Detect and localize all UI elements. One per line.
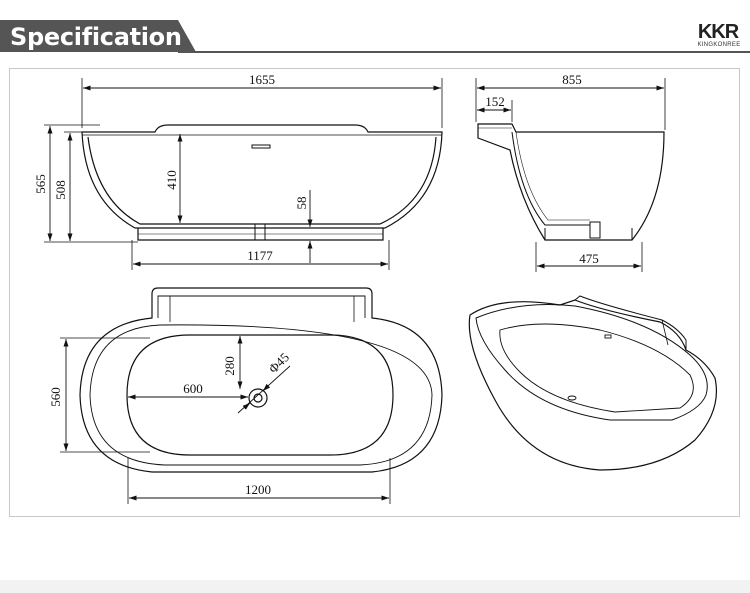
top-view-basin <box>126 334 394 456</box>
dim-width-label: 855 <box>562 72 582 87</box>
dim-base-length-label: 1177 <box>247 248 273 263</box>
top-view <box>60 287 443 504</box>
side-view <box>44 78 443 270</box>
perspective-basin <box>499 323 694 413</box>
dim-base-width-label: 475 <box>579 251 599 266</box>
perspective-shell <box>468 299 718 471</box>
drawing-frame <box>9 68 740 517</box>
dim-rim-height-label: 508 <box>53 180 68 200</box>
drain-pipe <box>254 223 266 241</box>
footer-band <box>0 580 750 593</box>
drain-outer <box>248 388 268 408</box>
brand-tagline: KINGKONREE <box>697 42 741 48</box>
side-view-inner <box>87 136 437 225</box>
side-view-shell <box>81 124 443 229</box>
dim-base-height-label: 58 <box>294 197 309 210</box>
dim-inner-length-label: 1200 <box>245 482 271 497</box>
dim-drain-offset-label: 600 <box>183 381 203 396</box>
dim-length-label: 1655 <box>249 72 275 87</box>
end-view-shell <box>477 123 665 241</box>
dim-drain-to-wall-label: 280 <box>222 356 237 376</box>
brand-logo: KKR <box>697 21 739 43</box>
perspective-view <box>468 295 718 471</box>
header-banner <box>0 20 750 53</box>
overflow-drain <box>251 144 271 149</box>
dim-total-height-label: 565 <box>33 174 48 194</box>
dim-inner-depth-label: 410 <box>164 170 179 190</box>
page-title: Specification <box>10 23 182 51</box>
top-view-outline <box>79 287 443 473</box>
end-view <box>475 78 666 272</box>
dim-top-width-label: 560 <box>48 387 63 407</box>
dim-headrest-label: 152 <box>485 94 505 109</box>
dim-drain-diameter-label: Φ45 <box>266 350 293 377</box>
